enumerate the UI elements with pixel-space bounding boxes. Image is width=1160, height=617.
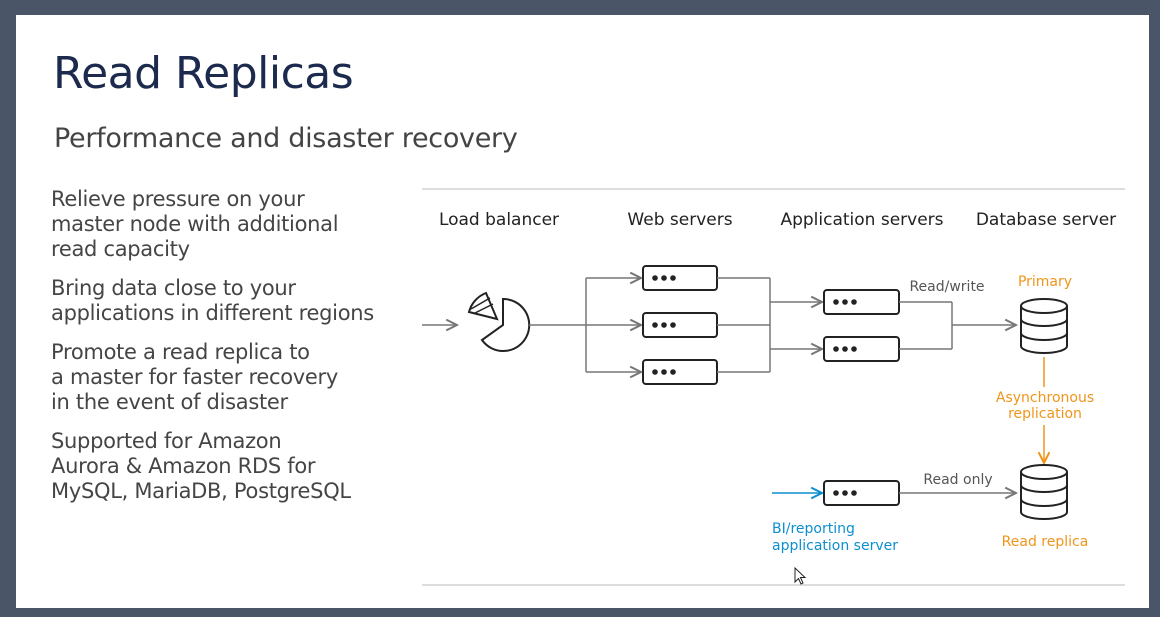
mouse-cursor-icon xyxy=(794,567,807,585)
bullet-item: Promote a read replica to a master for f… xyxy=(51,340,338,414)
read-replica-database-icon xyxy=(1020,464,1068,520)
architecture-diagram: Load balancer Web servers Application se… xyxy=(422,188,1125,586)
bullet-item: Supported for Amazon Aurora & Amazon RDS… xyxy=(51,429,351,503)
read-write-label: Read/write xyxy=(909,279,984,295)
read-replica-label: Read replica xyxy=(1002,534,1089,550)
header-application-servers: Application servers xyxy=(780,210,943,230)
bullet-item: Bring data close to your applications in… xyxy=(51,276,374,325)
application-server-icon xyxy=(823,289,900,315)
read-only-label: Read only xyxy=(923,472,992,488)
load-balancer-icon xyxy=(467,291,531,352)
slide: Read Replicas Performance and disaster r… xyxy=(16,15,1149,608)
bi-reporting-label: BI/reporting xyxy=(772,521,855,537)
header-database-server: Database server xyxy=(976,210,1116,230)
bullet-list: Relieve pressure on your master node wit… xyxy=(51,187,411,518)
application-server-icon xyxy=(823,336,900,362)
async-label: Asynchronous xyxy=(996,390,1094,406)
primary-database-icon xyxy=(1020,298,1068,354)
bi-reporting-server-icon xyxy=(823,480,900,506)
slide-title: Read Replicas xyxy=(53,48,354,99)
application-server-label: application server xyxy=(772,538,898,554)
header-load-balancer: Load balancer xyxy=(439,210,559,230)
web-server-icon xyxy=(642,312,718,338)
web-server-icon xyxy=(642,359,718,385)
bullet-item: Relieve pressure on your master node wit… xyxy=(51,187,339,261)
replication-label: replication xyxy=(1008,406,1082,422)
primary-label: Primary xyxy=(1018,274,1072,290)
web-server-icon xyxy=(642,265,718,291)
slide-subtitle: Performance and disaster recovery xyxy=(54,123,518,154)
header-web-servers: Web servers xyxy=(627,210,732,230)
